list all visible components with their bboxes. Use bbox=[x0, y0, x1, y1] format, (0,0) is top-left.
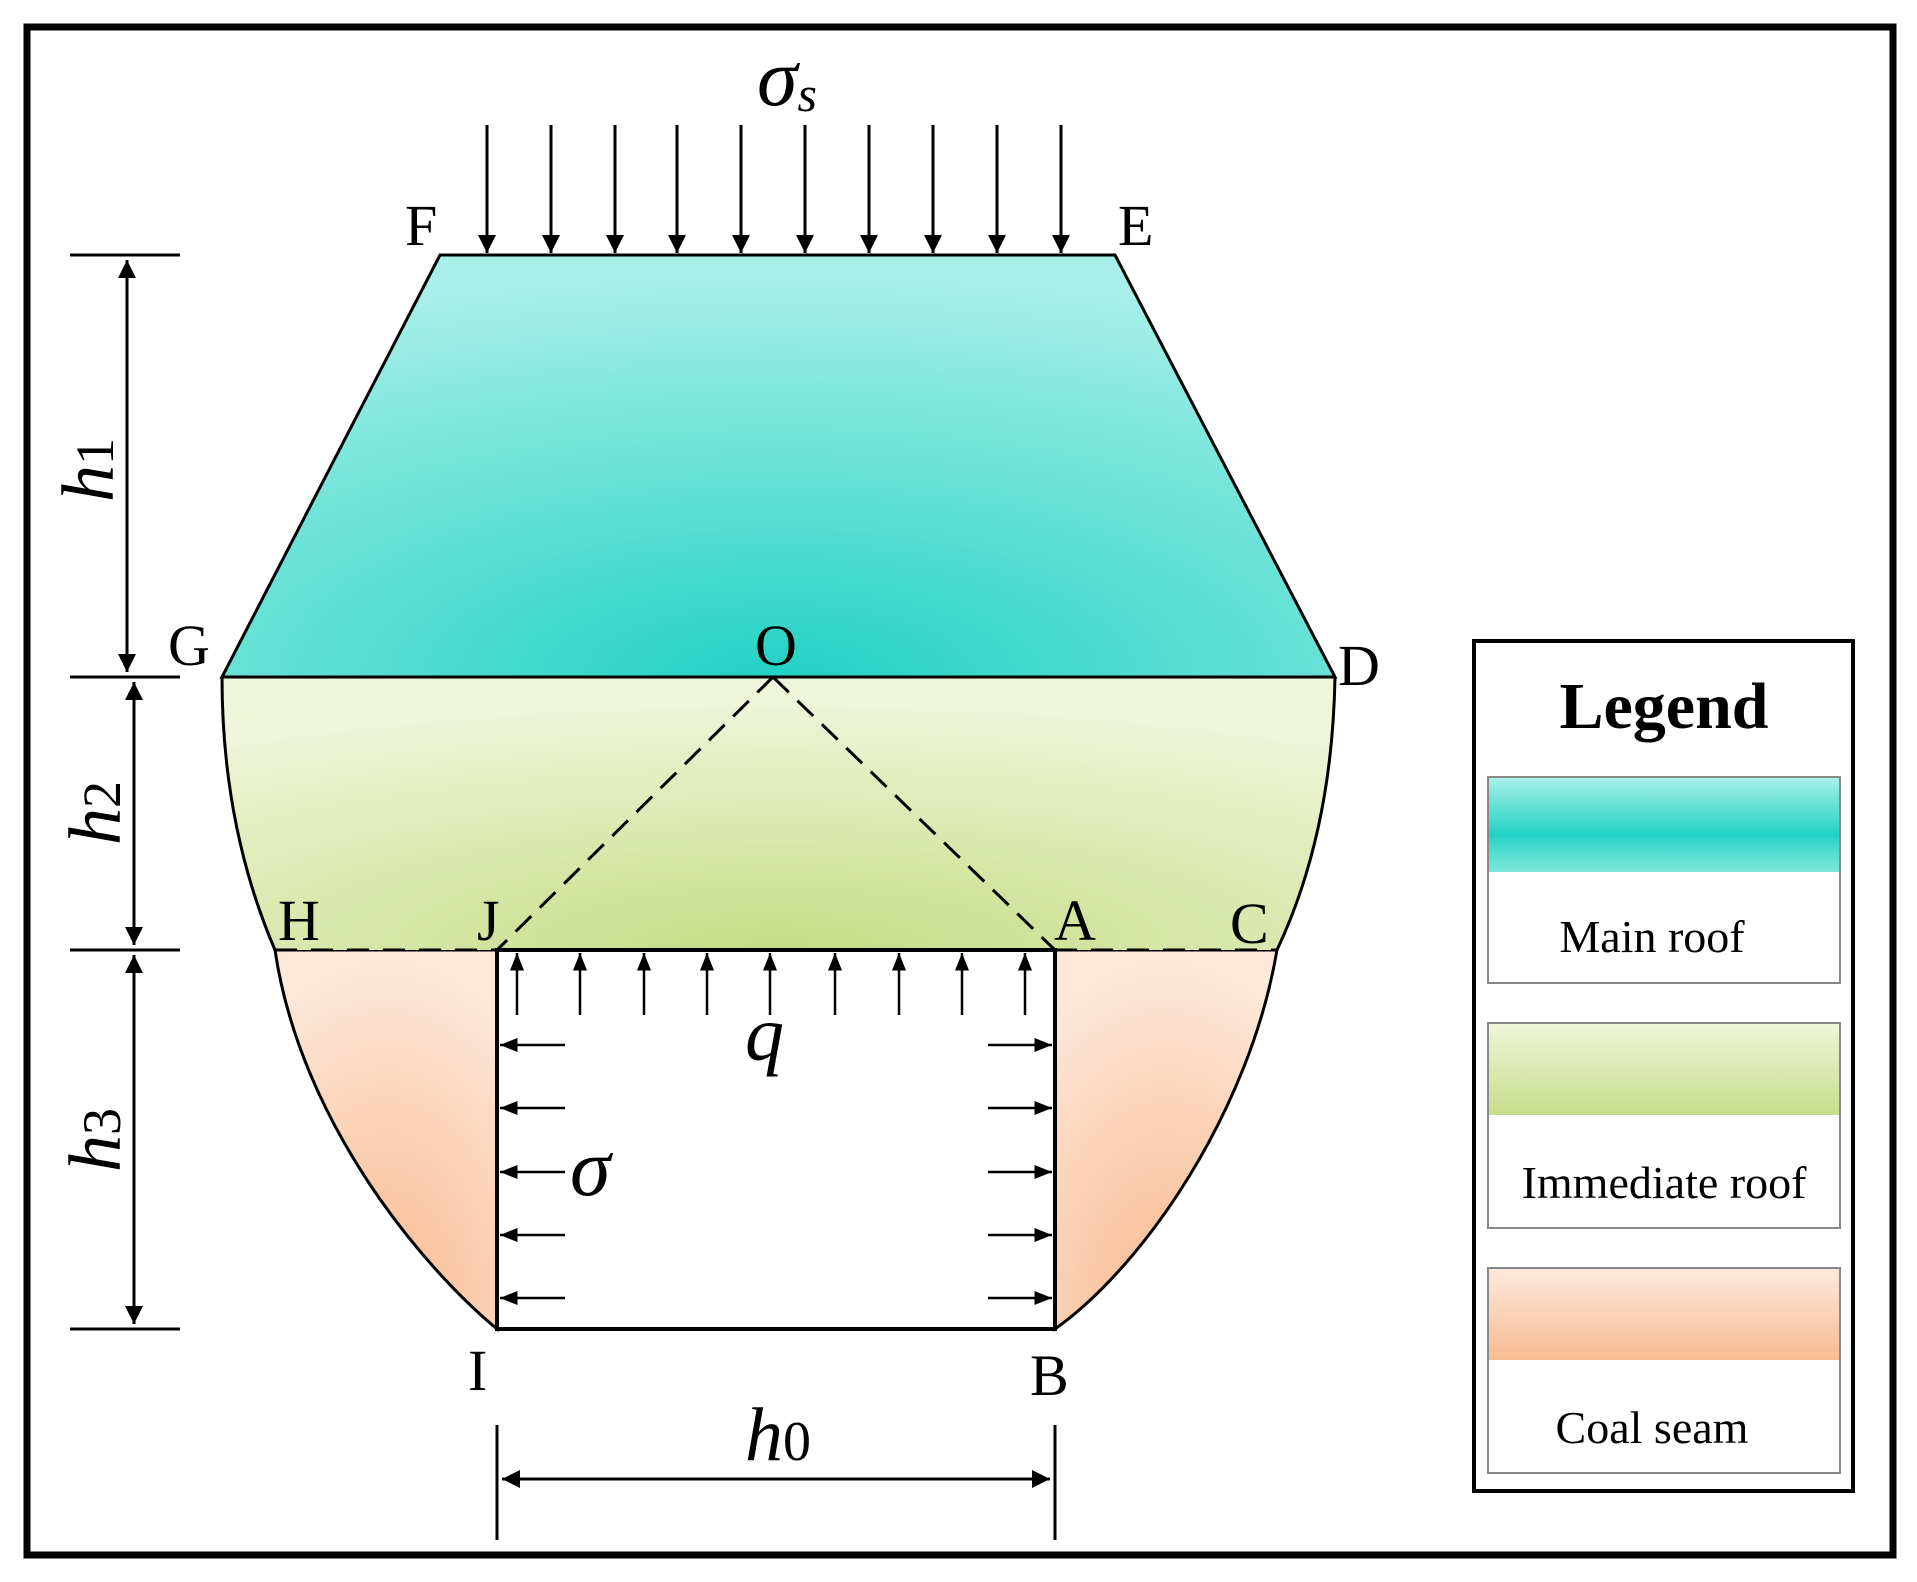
vertical-dimensions bbox=[70, 253, 180, 1331]
legend-label-main-roof: Main roof bbox=[1559, 911, 1745, 962]
point-label-o: O bbox=[755, 613, 797, 678]
legend: Legend Main roof Immediate roof Coal sea… bbox=[1472, 639, 1855, 1493]
point-label-h: H bbox=[278, 888, 320, 953]
dimension-label-h2: h2 bbox=[55, 781, 137, 845]
horizontal-dimension bbox=[495, 1425, 1057, 1540]
line-oj-dashed bbox=[495, 675, 775, 952]
point-label-j: J bbox=[477, 888, 500, 953]
legend-label-immediate-roof: Immediate roof bbox=[1522, 1157, 1808, 1208]
support-load-label: q bbox=[745, 990, 784, 1077]
legend-label-coal-seam: Coal seam bbox=[1556, 1402, 1749, 1453]
side-stress-arrows-right bbox=[988, 1038, 1052, 1305]
line-oa-dashed bbox=[771, 675, 1057, 952]
main-roof-region bbox=[219, 253, 1338, 679]
legend-swatch-coal-seam bbox=[1489, 1269, 1839, 1360]
point-label-e: E bbox=[1118, 193, 1153, 258]
side-stress-label: σ bbox=[570, 1122, 614, 1213]
dimension-label-h0: h0 bbox=[745, 1393, 811, 1477]
point-label-a: A bbox=[1054, 888, 1096, 953]
support-load-arrows bbox=[510, 953, 1032, 1015]
coal-seam-left bbox=[273, 948, 499, 1333]
coal-seam-right bbox=[1053, 948, 1279, 1332]
legend-title: Legend bbox=[1559, 670, 1768, 743]
immediate-roof-region bbox=[222, 677, 1335, 950]
point-label-i: I bbox=[468, 1338, 487, 1403]
point-label-d: D bbox=[1338, 633, 1380, 698]
point-label-f: F bbox=[405, 193, 437, 258]
dimension-label-h1: h1 bbox=[48, 438, 130, 502]
immediate-roof-left-edge bbox=[220, 676, 277, 951]
side-stress-arrows-left bbox=[500, 1038, 565, 1305]
dimension-label-h3: h3 bbox=[55, 1108, 137, 1172]
top-load-arrows bbox=[478, 125, 1070, 253]
point-label-b: B bbox=[1030, 1343, 1069, 1408]
point-label-c: C bbox=[1230, 891, 1269, 956]
top-load-label: σs bbox=[757, 32, 817, 123]
immediate-roof-right-edge bbox=[1275, 676, 1337, 951]
legend-swatch-immediate-roof bbox=[1489, 1024, 1839, 1115]
point-label-g: G bbox=[168, 613, 210, 678]
legend-swatch-main-roof bbox=[1489, 778, 1839, 872]
